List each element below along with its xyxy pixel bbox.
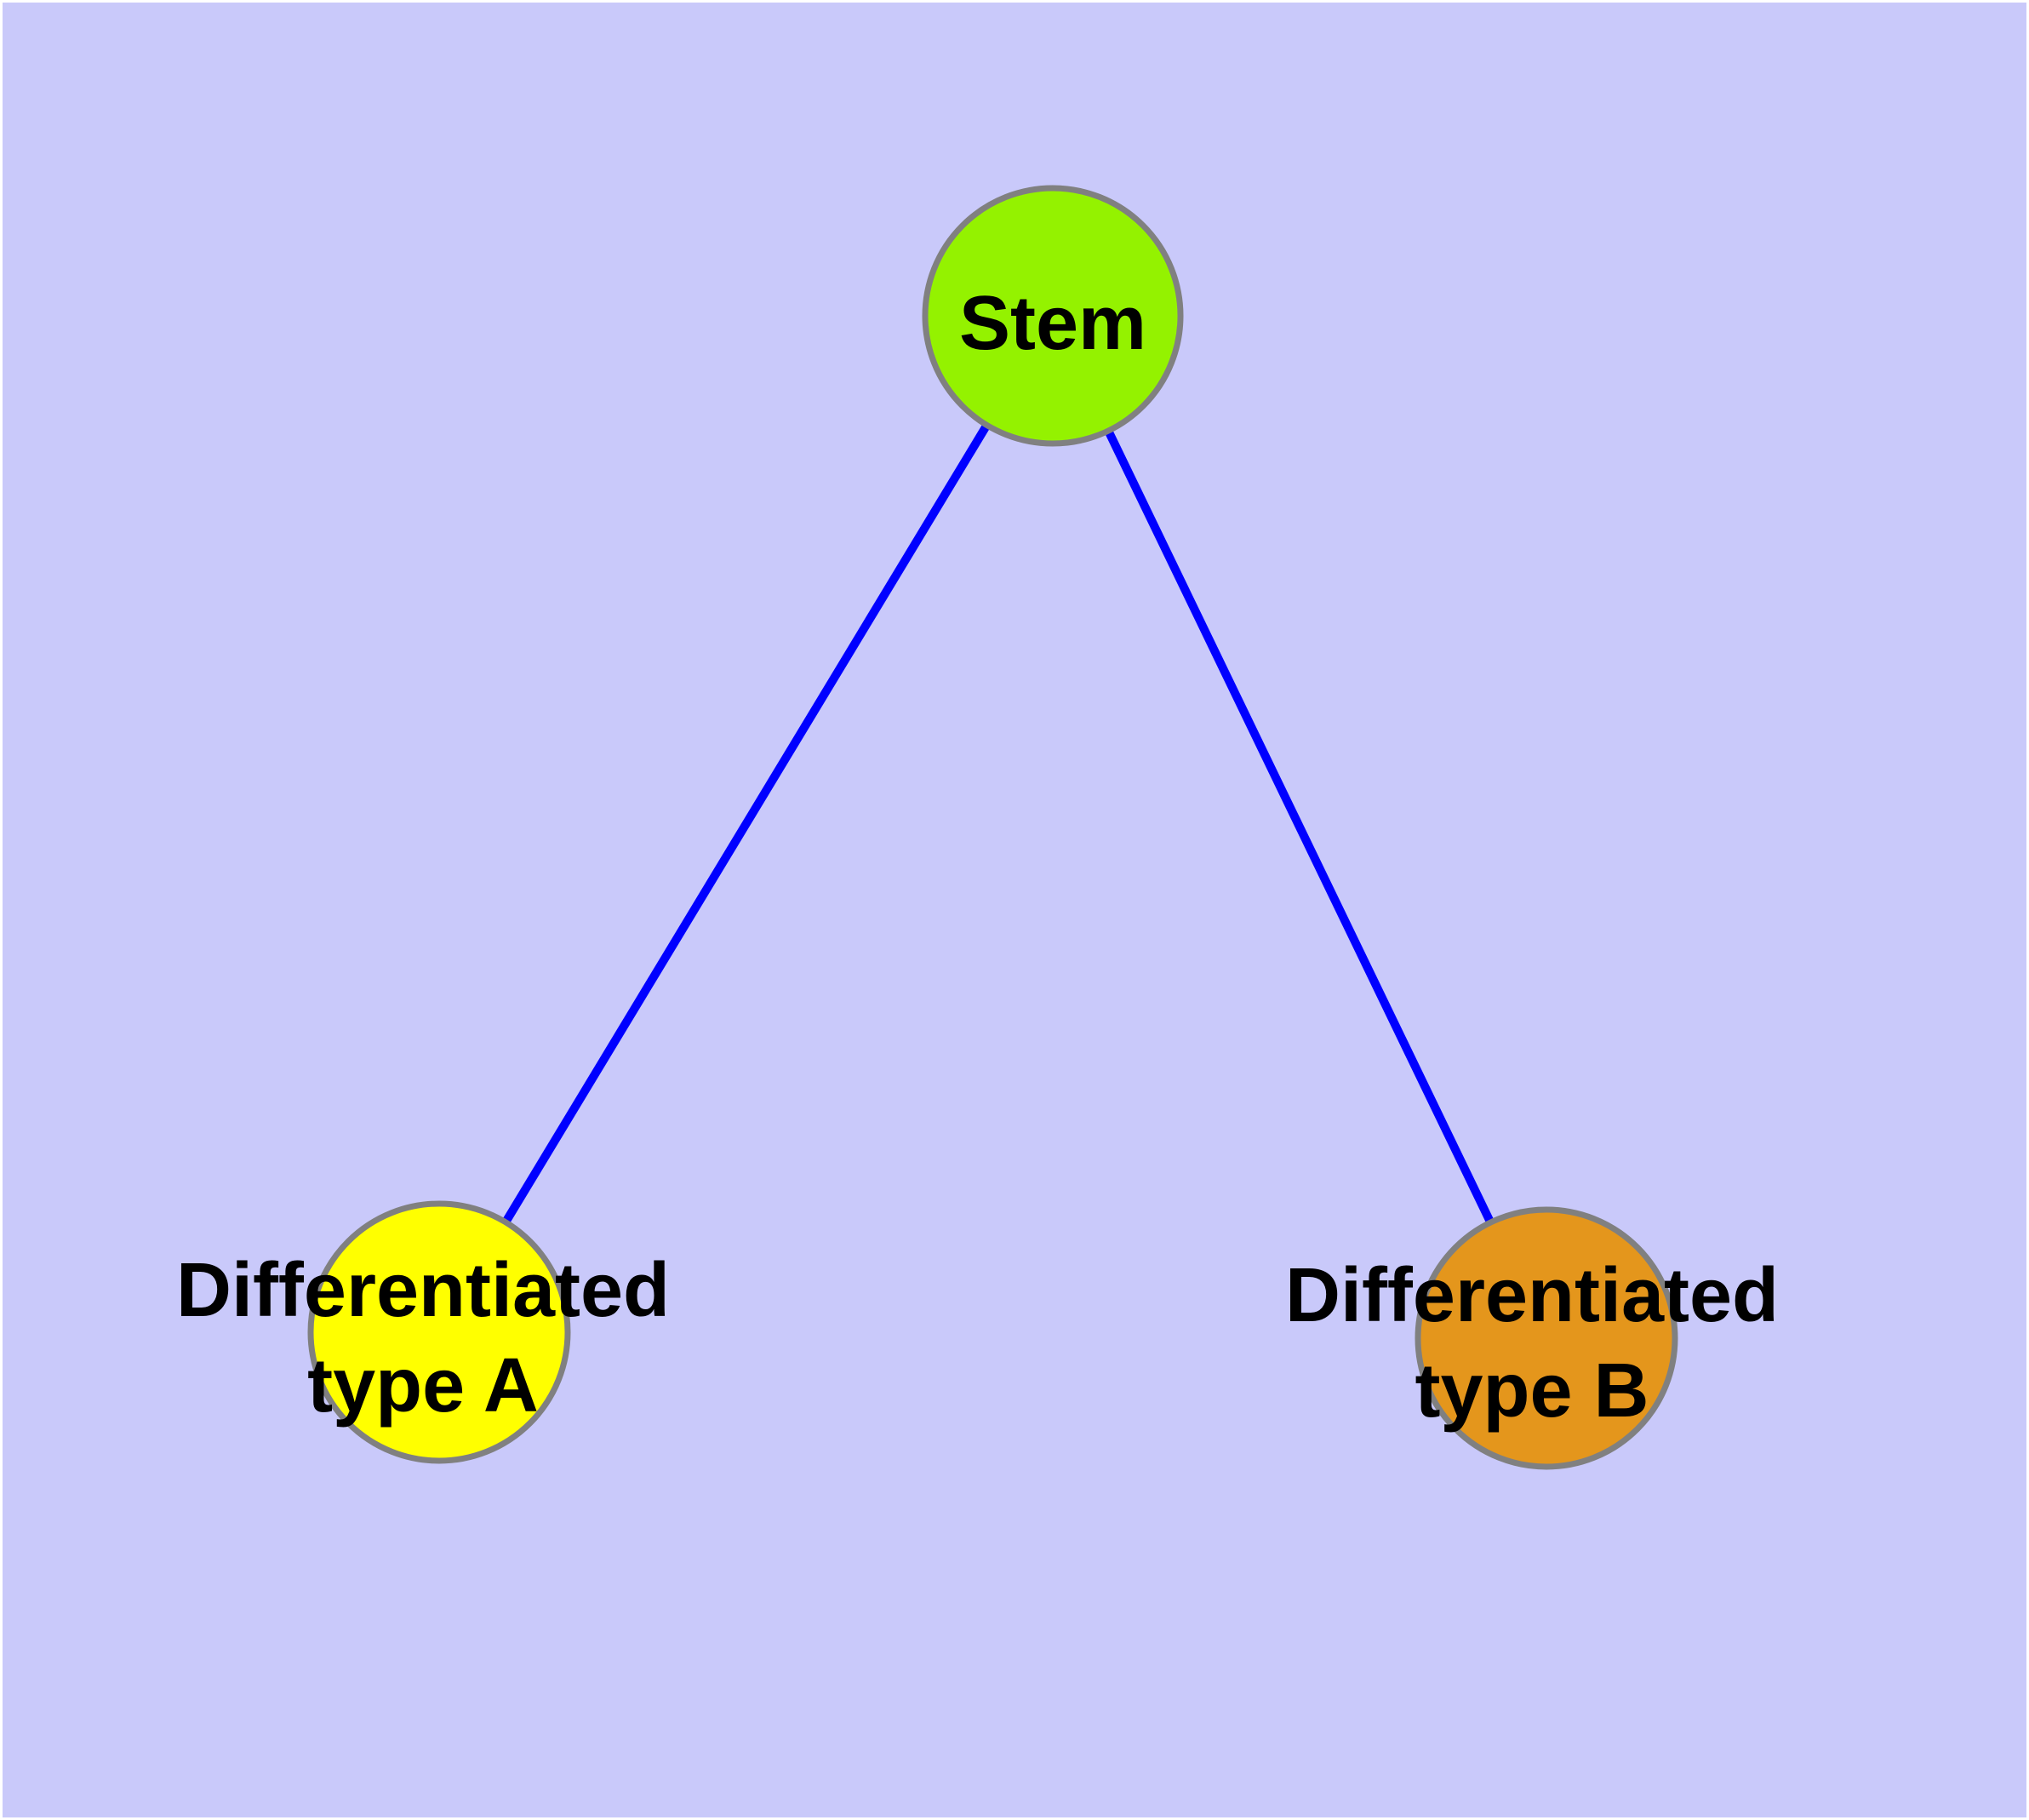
node-type-b-label-line2: type B — [1415, 1348, 1649, 1434]
node-type-a-label-line1: Differentiated — [176, 1248, 670, 1333]
edge-stem-to-type-b — [1049, 313, 1551, 1341]
node-stem — [922, 185, 1184, 447]
node-stem-label: Stem — [959, 281, 1146, 366]
node-type-a — [307, 1200, 571, 1464]
edge-stem-to-type-a — [435, 313, 1057, 1335]
node-type-b — [1415, 1206, 1678, 1470]
node-type-b-label-line1: Differentiated — [1285, 1253, 1779, 1338]
node-type-a-label-line2: type A — [307, 1343, 539, 1428]
